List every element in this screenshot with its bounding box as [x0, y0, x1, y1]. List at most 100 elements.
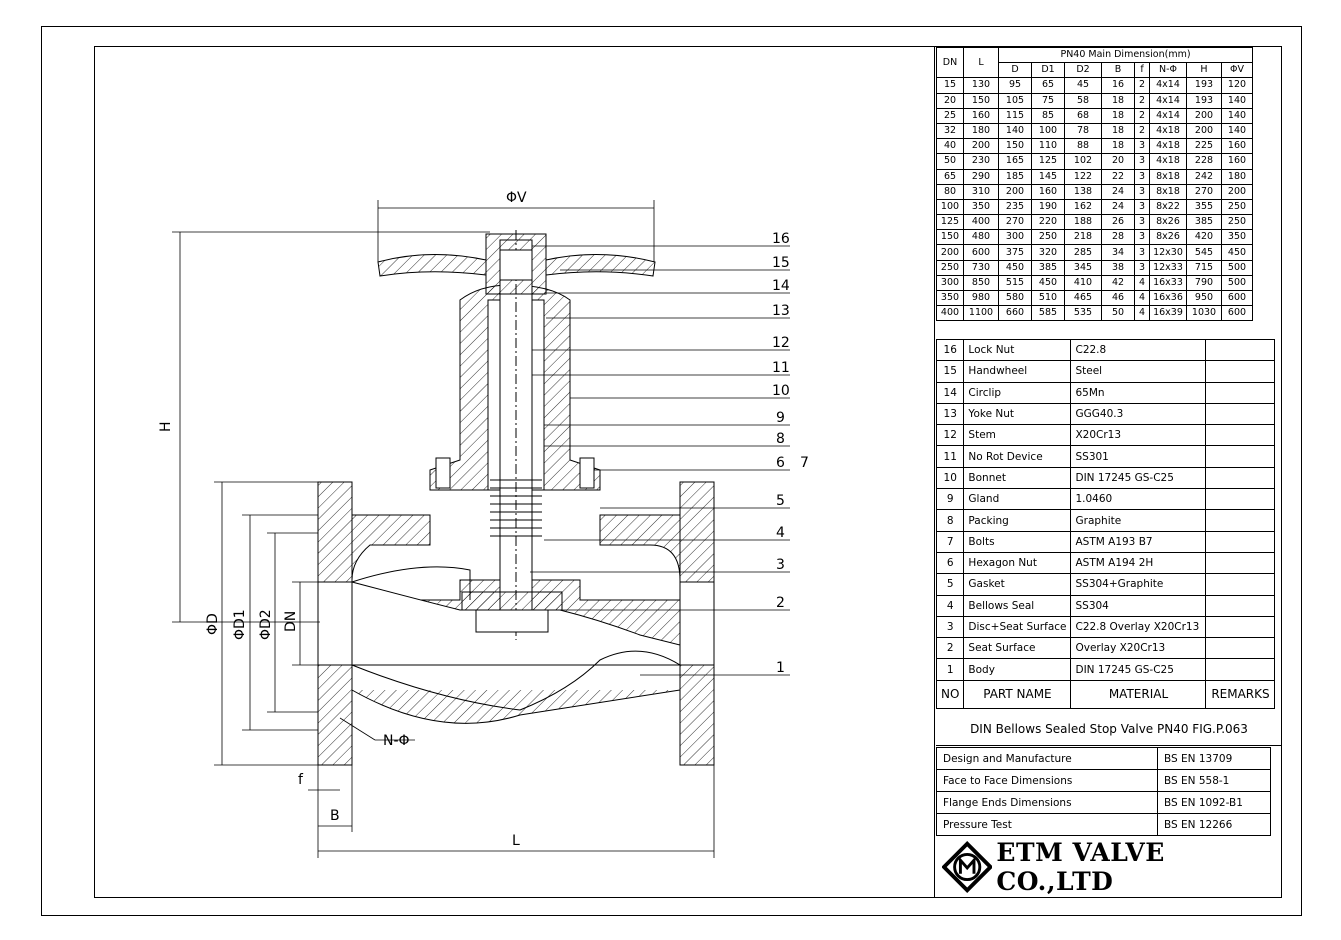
drawing-border — [94, 46, 1282, 898]
dim-cell: 2 — [1134, 107, 1150, 124]
part-material: ASTM A193 B7 — [1070, 530, 1207, 553]
dim-cell: 2 — [1134, 77, 1150, 94]
dim-cell: 2 — [1134, 92, 1150, 109]
dim-cell: 225 — [1186, 138, 1222, 155]
dim-cell: 100 — [1031, 122, 1065, 140]
part-name: Disc+Seat Surface — [963, 615, 1072, 639]
dim-cell: 65 — [936, 168, 964, 185]
part-name: Gland — [963, 488, 1072, 511]
dim-cell: 193 — [1186, 77, 1222, 94]
company-name: ETM VALVE CO.,LTD — [996, 838, 1165, 896]
standard-value: BS EN 558-1 — [1157, 769, 1271, 792]
dim-cell: 250 — [936, 259, 964, 276]
balloon-5: 5 — [776, 493, 785, 509]
part-remarks — [1205, 594, 1276, 617]
dim-cell: 200 — [936, 244, 964, 261]
dim-cell: 4 — [1134, 289, 1150, 307]
dim-cell: 46 — [1101, 289, 1135, 307]
dim-cell: 12x30 — [1149, 244, 1187, 261]
valve-section-drawing: ΦV H ΦD ΦD1 ΦD2 DN N-Φ f B L 16 15 14 13… — [158, 190, 809, 858]
balloon-12: 12 — [772, 335, 790, 351]
dim-cell: 3 — [1134, 183, 1150, 200]
part-material: X20Cr13 — [1070, 424, 1207, 447]
dim-cell: 15 — [936, 77, 964, 94]
dim-cell: 115 — [998, 107, 1032, 124]
part-remarks — [1205, 509, 1276, 532]
dim-cell: 160 — [1221, 153, 1253, 170]
dim-cell: 75 — [1031, 92, 1065, 109]
dim-cell: 140 — [1221, 92, 1253, 109]
balloon-6: 6 — [776, 455, 785, 471]
dim-cell: 3 — [1134, 259, 1150, 276]
f-label: f — [298, 772, 304, 788]
dim-cell: 515 — [998, 274, 1032, 292]
part-no: 9 — [935, 488, 965, 511]
dim-cell: 600 — [1221, 305, 1253, 322]
part-no: 5 — [935, 573, 965, 596]
dim-cell: 95 — [998, 77, 1032, 94]
dim-cell: 1100 — [963, 305, 999, 322]
dim-cell: 220 — [1031, 214, 1065, 231]
dim-cell: 160 — [963, 107, 999, 124]
dim-cell: 78 — [1064, 122, 1102, 140]
part-no: 12 — [935, 424, 965, 447]
balloon-4: 4 — [776, 525, 785, 541]
dim-cell: 50 — [936, 153, 964, 170]
dim-cell: 345 — [1064, 259, 1102, 276]
n-phi-label: N-Φ — [383, 733, 410, 749]
dim-cell: 34 — [1101, 244, 1135, 261]
dim-cell: 122 — [1064, 168, 1102, 185]
dim-cell: 228 — [1186, 153, 1222, 170]
part-name: Stem — [963, 424, 1072, 447]
dim-cell: 600 — [1221, 289, 1253, 307]
dim-cell: 193 — [1186, 92, 1222, 109]
part-name: Bolts — [963, 530, 1072, 553]
dim-cell: 190 — [1031, 198, 1065, 216]
disc — [461, 591, 563, 611]
dim-cell: 28 — [1101, 229, 1135, 246]
dim-cell: 500 — [1221, 259, 1253, 276]
part-material: C22.8 — [1070, 338, 1207, 362]
part-no: 11 — [935, 445, 965, 468]
dim-cell: 790 — [1186, 274, 1222, 292]
part-name: Handwheel — [963, 360, 1072, 383]
panel-divider — [934, 46, 935, 898]
dim-cell: 50 — [1101, 305, 1135, 322]
dim-cell: 165 — [998, 153, 1032, 170]
dim-cell: 320 — [1031, 244, 1065, 261]
part-material: 1.0460 — [1070, 488, 1207, 511]
b-label: B — [330, 808, 340, 824]
part-name: Hexagon Nut — [963, 551, 1072, 575]
dim-cell: 290 — [963, 168, 999, 185]
dim-cell: 715 — [1186, 259, 1222, 276]
part-remarks — [1205, 338, 1276, 362]
part-remarks — [1205, 615, 1276, 639]
dim-cell: 3 — [1134, 244, 1150, 261]
dim-cell: 450 — [998, 259, 1032, 276]
dim-cell: 26 — [1101, 214, 1135, 231]
part-name: No Rot Device — [963, 445, 1072, 468]
dim-cell: 535 — [1064, 305, 1102, 322]
dim-cell: 200 — [998, 183, 1032, 200]
dim-header-d: D — [998, 62, 1032, 79]
standard-value: BS EN 1092-B1 — [1157, 791, 1271, 814]
h-label: H — [158, 421, 174, 432]
dim-cell: 68 — [1064, 107, 1102, 124]
bellows — [490, 479, 542, 537]
dim-cell: 24 — [1101, 198, 1135, 216]
part-name: Gasket — [963, 573, 1072, 596]
dim-cell: 130 — [963, 77, 999, 94]
dim-cell: 105 — [998, 92, 1032, 109]
dim-cell: 660 — [998, 305, 1032, 322]
